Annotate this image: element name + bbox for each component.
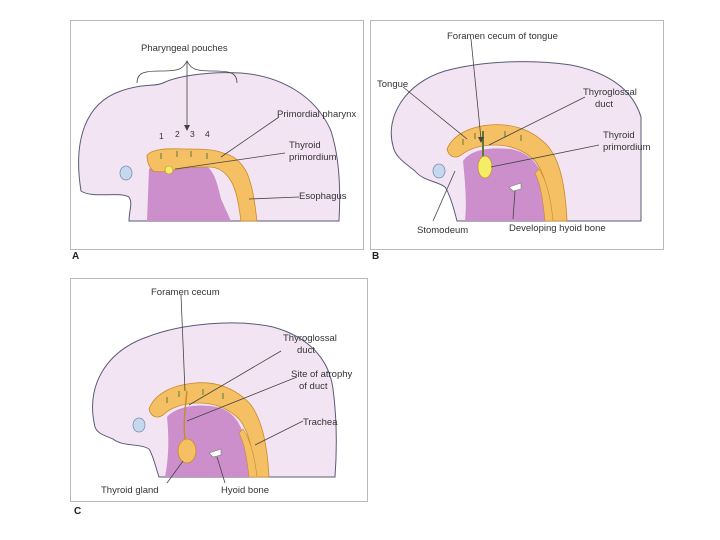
label-thyroglossal-duct-2: duct <box>595 99 613 110</box>
label-thyroid-primordium-1: Thyroid <box>289 140 321 151</box>
hyoid-bone <box>208 448 222 458</box>
label-thyroglossal-duct-1: Thyroglossal <box>583 87 637 98</box>
label-thyroid-primordium-1: Thyroid <box>603 130 635 141</box>
panel-a-diagram: Pharyngeal pouches 1 2 3 4 Primordial ph… <box>78 43 356 222</box>
label-thyroglossal-duct-1: Thyroglossal <box>283 333 337 344</box>
eye-icon <box>432 163 446 179</box>
pouch-marks <box>166 389 224 403</box>
label-site-of-atrophy-2: of duct <box>299 381 328 392</box>
panel-a-tag: A <box>72 251 80 262</box>
pouch-number-3: 3 <box>190 129 195 139</box>
pouch-marks <box>462 131 522 145</box>
panel-b-tag: B <box>372 251 380 262</box>
label-pharyngeal-pouches: Pharyngeal pouches <box>141 43 228 54</box>
label-trachea: Trachea <box>303 417 338 428</box>
label-hyoid-bone: Hyoid bone <box>221 485 269 496</box>
label-primordial-pharynx: Primordial pharynx <box>277 109 356 120</box>
panel-b: Foramen cecum of tongue Tongue Thyroglos… <box>370 20 664 250</box>
pouch-marks <box>160 151 208 159</box>
label-thyroglossal-duct-2: duct <box>297 345 315 356</box>
label-developing-hyoid-bone: Developing hyoid bone <box>509 223 606 234</box>
body-strip <box>534 168 554 222</box>
label-stomodeum: Stomodeum <box>417 225 468 236</box>
label-foramen-cecum: Foramen cecum <box>151 287 220 298</box>
label-tongue: Tongue <box>377 79 408 90</box>
body-strip <box>238 428 258 478</box>
panel-c-diagram: Foramen cecum Thyroglossal duct Site of … <box>92 287 353 496</box>
label-thyroid-primordium-2: primordium <box>289 152 337 163</box>
thyroid-gland <box>177 438 197 464</box>
eye-icon <box>132 417 146 433</box>
panel-b-diagram: Foramen cecum of tongue Tongue Thyroglos… <box>377 31 651 236</box>
pouch-number-1: 1 <box>159 131 164 141</box>
thyroid-primordium <box>164 165 174 175</box>
label-thyroid-gland: Thyroid gland <box>101 485 159 496</box>
eye-icon <box>119 165 133 181</box>
pouch-number-4: 4 <box>205 129 210 139</box>
panel-c-tag: C <box>74 506 82 517</box>
panel-a: Pharyngeal pouches 1 2 3 4 Primordial ph… <box>70 20 364 250</box>
label-thyroid-primordium-2: primordium <box>603 142 651 153</box>
label-site-of-atrophy-1: Site of atrophy <box>291 369 353 380</box>
developing-hyoid-bone <box>508 182 522 192</box>
thyroglossal-duct <box>183 390 188 440</box>
thyroid-primordium <box>477 155 493 179</box>
label-esophagus: Esophagus <box>299 191 347 202</box>
label-foramen-cecum-of-tongue: Foramen cecum of tongue <box>447 31 558 42</box>
pouch-number-2: 2 <box>175 129 180 139</box>
embryo-head <box>78 72 341 222</box>
panel-c: Foramen cecum Thyroglossal duct Site of … <box>70 278 368 502</box>
mesenchyme <box>147 161 231 221</box>
